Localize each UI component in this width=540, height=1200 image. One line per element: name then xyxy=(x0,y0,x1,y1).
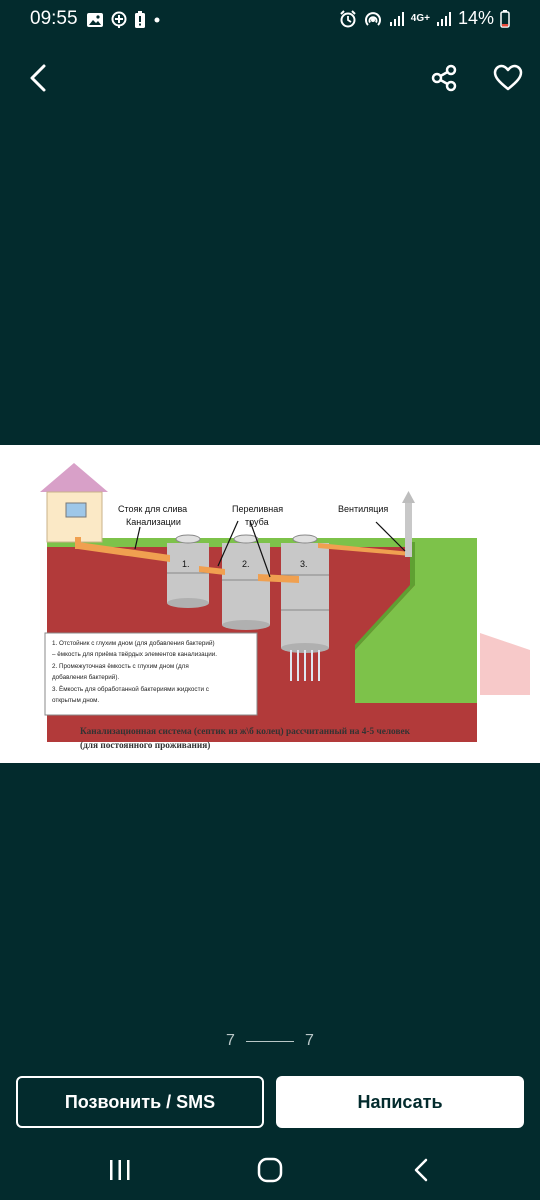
recent-apps-icon xyxy=(110,1160,130,1180)
network-type: 4G+ xyxy=(410,12,430,24)
battery-icon xyxy=(500,9,510,28)
battery-alert-icon xyxy=(135,11,145,28)
heart-icon xyxy=(493,64,523,91)
legend-line: – ёмкость для приёма твёрдых элементов к… xyxy=(52,651,217,658)
share-icon xyxy=(431,64,457,92)
drain-arrows xyxy=(290,650,320,681)
label-vent: Вентиляция xyxy=(338,504,388,514)
image-icon xyxy=(87,13,103,27)
legend-line: открытым дном. xyxy=(52,697,100,704)
recent-apps-button[interactable] xyxy=(100,1150,140,1190)
system-nav-bar xyxy=(0,1140,540,1200)
signal-icon xyxy=(389,11,404,26)
write-button[interactable]: Написать xyxy=(276,1076,524,1128)
status-bar: 09:55 4G+ 14% xyxy=(0,0,540,40)
signal-icon xyxy=(436,11,451,26)
label-n3: 3. xyxy=(300,559,308,569)
label-arrows xyxy=(134,520,406,578)
status-time: 09:55 xyxy=(30,8,78,29)
photo-pager: 7 7 xyxy=(0,1032,540,1052)
label-n1: 1. xyxy=(182,559,190,569)
home-icon xyxy=(257,1157,283,1183)
legend-line: 2. Промежуточная ёмкость с глухим дном (… xyxy=(52,663,189,670)
system-back-button[interactable] xyxy=(401,1150,441,1190)
call-sms-button[interactable]: Позвонить / SMS xyxy=(16,1076,264,1128)
top-bar xyxy=(0,48,540,108)
dot-icon xyxy=(154,17,160,23)
location-icon xyxy=(111,11,127,28)
legend-line: 3. Ёмкость для обработанной бактериями ж… xyxy=(52,685,209,693)
back-icon xyxy=(414,1158,428,1182)
back-arrow-icon xyxy=(30,64,46,92)
back-button[interactable] xyxy=(20,58,56,98)
green-block xyxy=(355,542,477,703)
pipes xyxy=(75,491,415,583)
listing-photo[interactable]: Стояк для слива Канализации Переливная т… xyxy=(0,445,540,763)
label-stoyak-2: Канализации xyxy=(126,517,181,527)
legend-line: добавления бактерий). xyxy=(52,673,119,681)
status-notification-icons xyxy=(86,10,162,30)
tank-3 xyxy=(281,534,329,653)
label-n2: 2. xyxy=(242,559,250,569)
favorite-button[interactable] xyxy=(488,58,528,98)
grass xyxy=(47,538,477,547)
tank-1 xyxy=(167,534,209,608)
pager-divider xyxy=(246,1041,294,1042)
home-button[interactable] xyxy=(250,1150,290,1190)
photo-caption-2: (для постоянного проживания) xyxy=(80,740,210,751)
pager-total: 7 xyxy=(305,1032,314,1049)
share-button[interactable] xyxy=(424,58,464,98)
battery-percent: 14% xyxy=(457,8,494,28)
pager-current: 7 xyxy=(226,1032,235,1049)
label-pereliv-2: труба xyxy=(245,517,269,527)
legend-line: 1. Отстойник с глухим дном (для добавлен… xyxy=(52,639,215,647)
legend-box xyxy=(44,632,258,716)
hotspot-icon xyxy=(364,11,381,26)
label-stoyak-1: Стояк для слива xyxy=(118,504,187,514)
septic-diagram: Стояк для слива Канализации Переливная т… xyxy=(40,463,530,751)
status-system-icons: 4G+ 14% xyxy=(339,8,510,29)
label-pereliv-1: Переливная xyxy=(232,504,283,514)
house-window xyxy=(65,502,87,518)
tank-2 xyxy=(222,534,270,630)
alarm-icon xyxy=(340,9,356,27)
photo-caption-1: Канализационная система (септик из ж\б к… xyxy=(80,726,411,737)
house-roof xyxy=(40,463,108,492)
